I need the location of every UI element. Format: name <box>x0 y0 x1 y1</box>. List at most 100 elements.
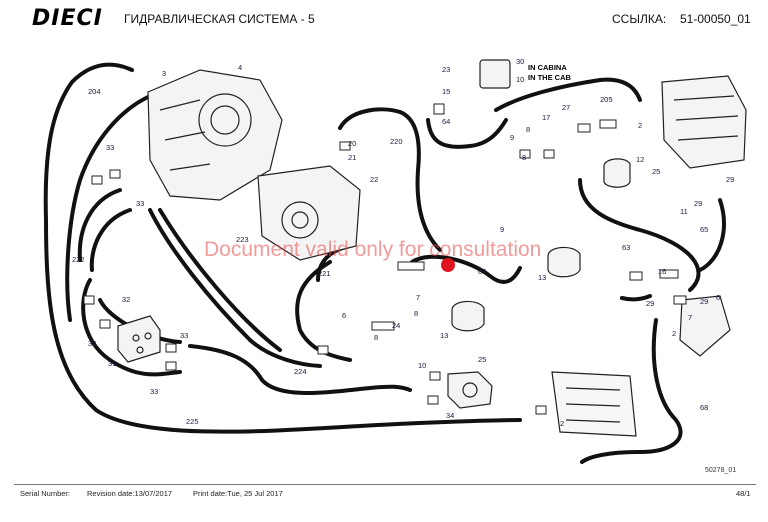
callout-64: 64 <box>442 117 450 126</box>
page-number: 48/1 <box>736 489 751 498</box>
callout-3: 3 <box>162 69 166 78</box>
hydraulic-diagram: 204 3 4 33 33 222 223 22 20 21 220 23 15… <box>43 57 747 464</box>
callout-220: 220 <box>390 137 403 146</box>
callout-224: 224 <box>294 367 307 376</box>
revision-date: Revision date:13/07/2017 <box>87 489 173 498</box>
callout-34: 34 <box>446 411 454 420</box>
callout-2c: 2 <box>672 329 676 338</box>
callout-223: 223 <box>236 235 249 244</box>
callout-33d: 33 <box>150 387 158 396</box>
hose-222b <box>77 188 122 262</box>
callout-68: 68 <box>700 403 708 412</box>
watermark: Document valid only for consultation <box>204 238 542 261</box>
callout-69: 69 <box>478 267 486 276</box>
callout-9a: 9 <box>510 133 514 142</box>
callout-10b: 10 <box>418 361 426 370</box>
page-header: DIECI ГИДРАВЛИЧЕСКАЯ СИСТЕМА - 5 ССЫЛКА:… <box>0 0 768 36</box>
valve-bank-top-right <box>661 75 747 169</box>
gear-pump-22 <box>257 165 361 261</box>
callout-27: 27 <box>562 103 570 112</box>
print-date: Print date:Tue, 25 Jul 2017 <box>193 489 283 498</box>
hose-224 <box>188 344 412 395</box>
callout-13a: 13 <box>538 273 546 282</box>
callout-17: 17 <box>542 113 550 122</box>
callout-22: 22 <box>370 175 378 184</box>
hose-29 <box>620 294 652 302</box>
main-pump-4 <box>147 69 283 201</box>
serial-number: Serial Number: <box>20 489 71 498</box>
hose-223 <box>148 208 322 368</box>
callout-6b: 6 <box>716 293 720 302</box>
callout-33b: 33 <box>136 199 144 208</box>
reference-value: 51-00050_01 <box>680 12 751 26</box>
page-title: ГИДРАВЛИЧЕСКАЯ СИСТЕМА - 5 <box>124 12 315 26</box>
pump-34 <box>447 371 493 409</box>
valve-right-mid <box>679 295 731 357</box>
callout-32b: 32 <box>88 339 96 348</box>
callout-30: 30 <box>516 57 524 66</box>
callout-15: 15 <box>442 87 450 96</box>
hose-205 <box>494 77 642 112</box>
callout-29c: 29 <box>646 299 654 308</box>
hose-65 <box>698 198 726 272</box>
hose-68 <box>580 318 683 464</box>
hose-222c <box>89 208 132 272</box>
callout-8c: 8 <box>374 333 378 342</box>
callout-2a: 2 <box>638 121 642 130</box>
hose-64 <box>426 118 508 149</box>
callout-10a: 10 <box>516 75 524 84</box>
reference-label: ССЫЛКА: <box>612 12 667 26</box>
callout-29d: 29 <box>700 297 708 306</box>
callout-221: 221 <box>318 269 331 278</box>
callout-7b: 7 <box>688 313 692 322</box>
callout-7a: 7 <box>416 293 420 302</box>
hose-220 <box>338 107 442 252</box>
callout-65: 65 <box>700 225 708 234</box>
hose-63 <box>578 178 701 292</box>
callout-9b: 9 <box>500 225 504 234</box>
callout-24: 24 <box>392 321 400 330</box>
callout-16: 16 <box>658 267 666 276</box>
callout-2b: 2 <box>560 419 564 428</box>
callout-6a: 6 <box>342 311 346 320</box>
red-marker <box>441 258 455 272</box>
callout-23: 23 <box>442 65 450 74</box>
footer-divider <box>14 484 756 485</box>
callout-4: 4 <box>238 63 242 72</box>
accumulator-12 <box>603 158 631 188</box>
callout-20: 20 <box>348 139 356 148</box>
cab-label-1: IN CABINA <box>528 63 567 72</box>
callout-33a: 33 <box>106 143 114 152</box>
block-31 <box>117 315 161 363</box>
callout-222: 222 <box>72 255 85 264</box>
callout-31: 31 <box>108 359 116 368</box>
callout-8a: 8 <box>526 125 530 134</box>
callout-25b: 25 <box>478 355 486 364</box>
callout-29b: 29 <box>694 199 702 208</box>
callout-205: 205 <box>600 95 613 104</box>
callout-13b: 13 <box>440 331 448 340</box>
drawing-id: 50278_01 <box>705 467 737 474</box>
callout-21: 21 <box>348 153 356 162</box>
brand-logo: DIECI <box>32 6 103 31</box>
cab-label-2: IN THE CAB <box>528 73 572 82</box>
callout-25a: 25 <box>652 167 660 176</box>
callout-204: 204 <box>88 87 101 96</box>
hose-222 <box>65 94 152 322</box>
callout-12: 12 <box>636 155 644 164</box>
callout-11: 11 <box>680 207 688 216</box>
callout-225: 225 <box>186 417 199 426</box>
hose-221 <box>295 260 352 362</box>
valve-block-2 <box>551 371 637 437</box>
callout-8b: 8 <box>414 309 418 318</box>
accumulator-13a <box>547 246 581 278</box>
accumulator-13b <box>451 300 485 332</box>
callout-33c: 33 <box>180 331 188 340</box>
callout-29a: 29 <box>726 175 734 184</box>
hose-204 <box>43 62 522 434</box>
hose-223b <box>158 208 282 352</box>
callout-8d: 8 <box>522 153 526 162</box>
callout-32a: 32 <box>122 295 130 304</box>
callout-63: 63 <box>622 243 630 252</box>
hose-69 <box>410 254 522 284</box>
